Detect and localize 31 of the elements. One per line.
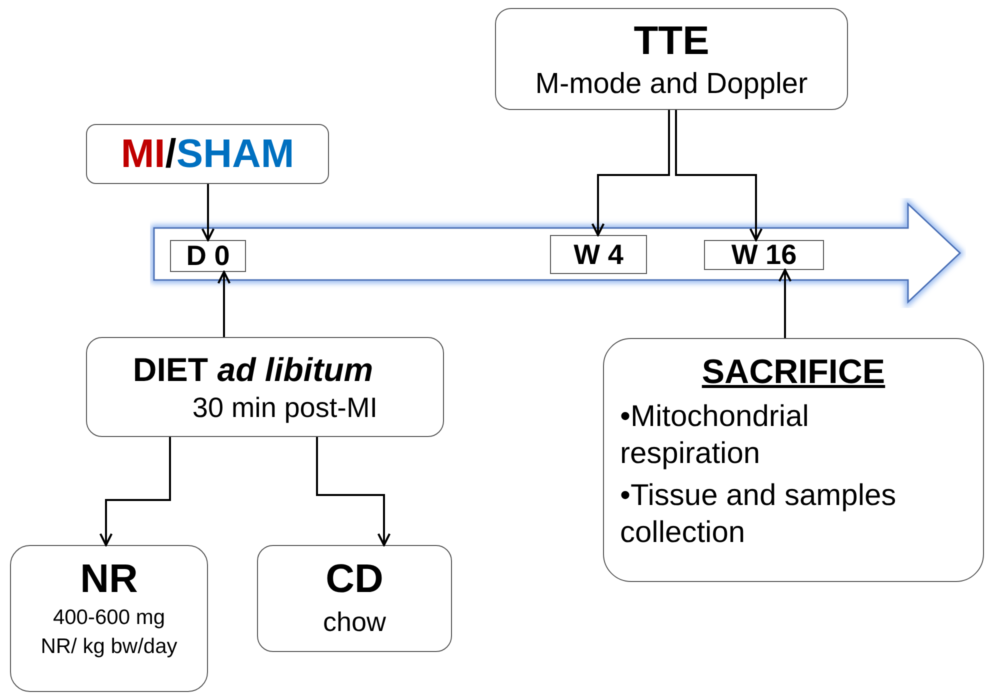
description: M-mode and Doppler — [535, 66, 808, 102]
heading: TTE — [634, 18, 710, 65]
process-box — [86, 337, 444, 437]
arrow — [675, 110, 763, 242]
heading: CD — [326, 556, 384, 603]
description: chow — [322, 606, 386, 639]
time-label: W 16 — [731, 241, 797, 269]
time-label: W 4 — [574, 240, 624, 268]
arrow — [778, 268, 792, 338]
arrow — [316, 437, 391, 546]
heading: SACRIFICE — [702, 352, 886, 393]
time-label: D 0 — [186, 242, 230, 270]
description: 400-600 mg NR/ kg bw/day — [40, 605, 178, 660]
bullet-text: •Mitochondrial respiration — [620, 398, 810, 472]
arrow — [99, 437, 171, 546]
time-point-box — [170, 240, 246, 272]
time-point-box — [550, 235, 647, 274]
description: 30 min post-MI — [191, 391, 378, 426]
heading: MI/SHAM — [120, 131, 294, 178]
arrow — [201, 184, 215, 242]
process-box — [495, 8, 848, 110]
arrow — [591, 110, 670, 236]
process-box — [257, 545, 452, 652]
heading: NR — [80, 556, 138, 603]
time-point-box — [704, 240, 824, 270]
arrow — [217, 270, 231, 337]
heading: DIET ad libitum — [132, 350, 374, 390]
process-box — [10, 545, 208, 692]
bullet-text: •Tissue and samples collection — [620, 478, 898, 551]
process-box — [603, 338, 984, 582]
process-box — [86, 124, 329, 184]
